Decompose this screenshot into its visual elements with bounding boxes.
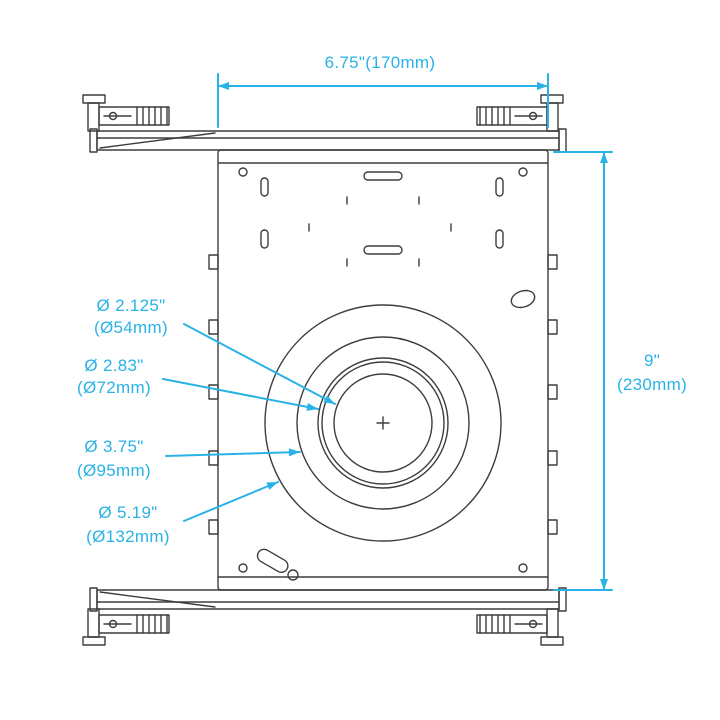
hanger-bracket-top-left	[82, 94, 170, 132]
screw-icon	[528, 111, 538, 121]
diameter-label-metric: (Ø132mm)	[86, 527, 170, 546]
diameter-leader-lines	[162, 323, 336, 522]
diameter-label-imperial: Ø 3.75"	[84, 437, 143, 456]
screw-icon	[108, 619, 118, 629]
circle-d5-19	[264, 304, 502, 542]
width-dimension	[217, 73, 549, 128]
circle-d2-83-inner	[321, 361, 445, 485]
side-tabs-left	[208, 254, 219, 535]
leader-line	[165, 448, 301, 457]
side-tabs-right	[547, 254, 558, 535]
diameter-labels: Ø 2.125" (Ø54mm) Ø 2.83" (Ø72mm) Ø 3.75"…	[77, 296, 170, 546]
diameter-label-metric: (Ø72mm)	[77, 378, 151, 397]
mounting-slots	[260, 171, 504, 267]
diameter-label-metric: (Ø95mm)	[77, 461, 151, 480]
mounting-rail-top	[89, 128, 567, 153]
leader-line	[183, 481, 279, 522]
width-dimension-label: 6.75"(170mm)	[325, 53, 436, 72]
corner-screw-holes	[238, 167, 528, 573]
knockout-bottom-left	[256, 548, 299, 581]
mounting-rail-bottom	[89, 587, 567, 612]
height-dimension-imperial: 9"	[644, 351, 660, 370]
circle-d2-125	[333, 373, 433, 473]
circle-d2-83	[317, 357, 449, 489]
height-dimension	[553, 151, 613, 591]
diameter-label-imperial: Ø 2.83"	[84, 356, 143, 375]
leader-line	[183, 323, 336, 405]
diameter-label-metric: (Ø54mm)	[94, 318, 168, 337]
screw-icon	[108, 111, 118, 121]
circle-d3-75	[296, 336, 470, 510]
hanger-bracket-bottom-left	[82, 608, 170, 646]
diameter-label-imperial: Ø 2.125"	[97, 296, 166, 315]
housing-outline	[217, 149, 549, 591]
hanger-bracket-top-right	[476, 94, 564, 132]
hanger-bracket-bottom-right	[476, 608, 564, 646]
diameter-label-imperial: Ø 5.19"	[98, 503, 157, 522]
center-cross-icon	[376, 416, 390, 430]
height-dimension-metric: (230mm)	[617, 375, 687, 394]
screw-icon	[528, 619, 538, 629]
annotations: 6.75"(170mm) 9" (230mm) Ø 2.125" (Ø54mm)…	[77, 53, 687, 591]
knockout-oval-right	[510, 289, 536, 309]
leader-line	[162, 378, 319, 411]
aperture-circles	[264, 304, 502, 542]
housing-drawing	[82, 94, 567, 646]
